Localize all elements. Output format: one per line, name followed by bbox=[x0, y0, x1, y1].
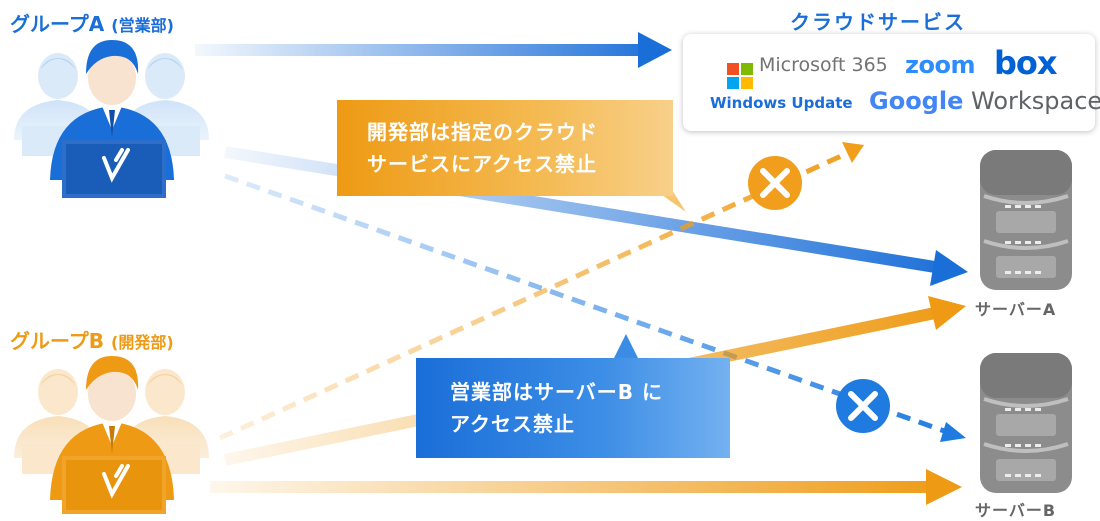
server-a-label: サーバーA bbox=[975, 300, 1057, 319]
group-b-dept: (開発部) bbox=[111, 333, 174, 352]
group-a-name: グループA bbox=[10, 12, 105, 36]
callout-sales-line2: アクセス禁止 bbox=[450, 412, 575, 436]
blocked-icon-blue bbox=[836, 379, 890, 433]
blocked-icon-orange bbox=[748, 156, 802, 210]
microsoft-365-label: Microsoft 365 bbox=[759, 54, 888, 76]
callout-dev-restriction: 開発部は指定のクラウド サービスにアクセス禁止 bbox=[337, 100, 673, 196]
microsoft-365-logo: Microsoft 365 bbox=[727, 54, 888, 89]
cloud-services-title: クラウドサービス bbox=[790, 10, 966, 34]
group-b-people-icon bbox=[14, 356, 209, 514]
callout-sales-tail bbox=[612, 334, 640, 362]
callout-sales-line1: 営業部はサーバーB に bbox=[450, 380, 664, 404]
arrow-group-a-to-cloud bbox=[195, 32, 672, 68]
callout-dev-line2: サービスにアクセス禁止 bbox=[367, 152, 597, 176]
windows-update-logo: Windows Update bbox=[710, 94, 853, 112]
group-a-people-icon bbox=[14, 40, 209, 198]
cloud-services-box: Microsoft 365 zoom box Windows Update Go… bbox=[683, 34, 1100, 131]
google-workspace-logo: Google Workspace bbox=[869, 87, 1100, 115]
group-a-title: グループA (営業部) bbox=[10, 8, 174, 37]
workspace-label: Workspace bbox=[971, 87, 1100, 115]
group-b-title: グループB (開発部) bbox=[10, 325, 174, 354]
arrow-group-b-to-server-b bbox=[210, 469, 962, 505]
arrow-group-b-to-cloud-blocked bbox=[218, 142, 864, 441]
server-b-icon bbox=[980, 353, 1072, 493]
server-a-icon bbox=[980, 150, 1072, 290]
box-logo: box bbox=[994, 44, 1058, 82]
google-wordmark: Google bbox=[869, 87, 964, 115]
server-b-label: サーバーB bbox=[975, 501, 1057, 520]
callout-dev-line1: 開発部は指定のクラウド bbox=[367, 120, 598, 144]
microsoft-windows-icon bbox=[727, 63, 753, 89]
group-b-name: グループB bbox=[10, 329, 105, 353]
group-a-dept: (営業部) bbox=[111, 16, 174, 35]
callout-sales-restriction: 営業部はサーバーB に アクセス禁止 bbox=[416, 358, 730, 458]
zoom-logo: zoom bbox=[905, 51, 975, 79]
arrow-group-a-to-server-b-blocked bbox=[224, 173, 966, 442]
